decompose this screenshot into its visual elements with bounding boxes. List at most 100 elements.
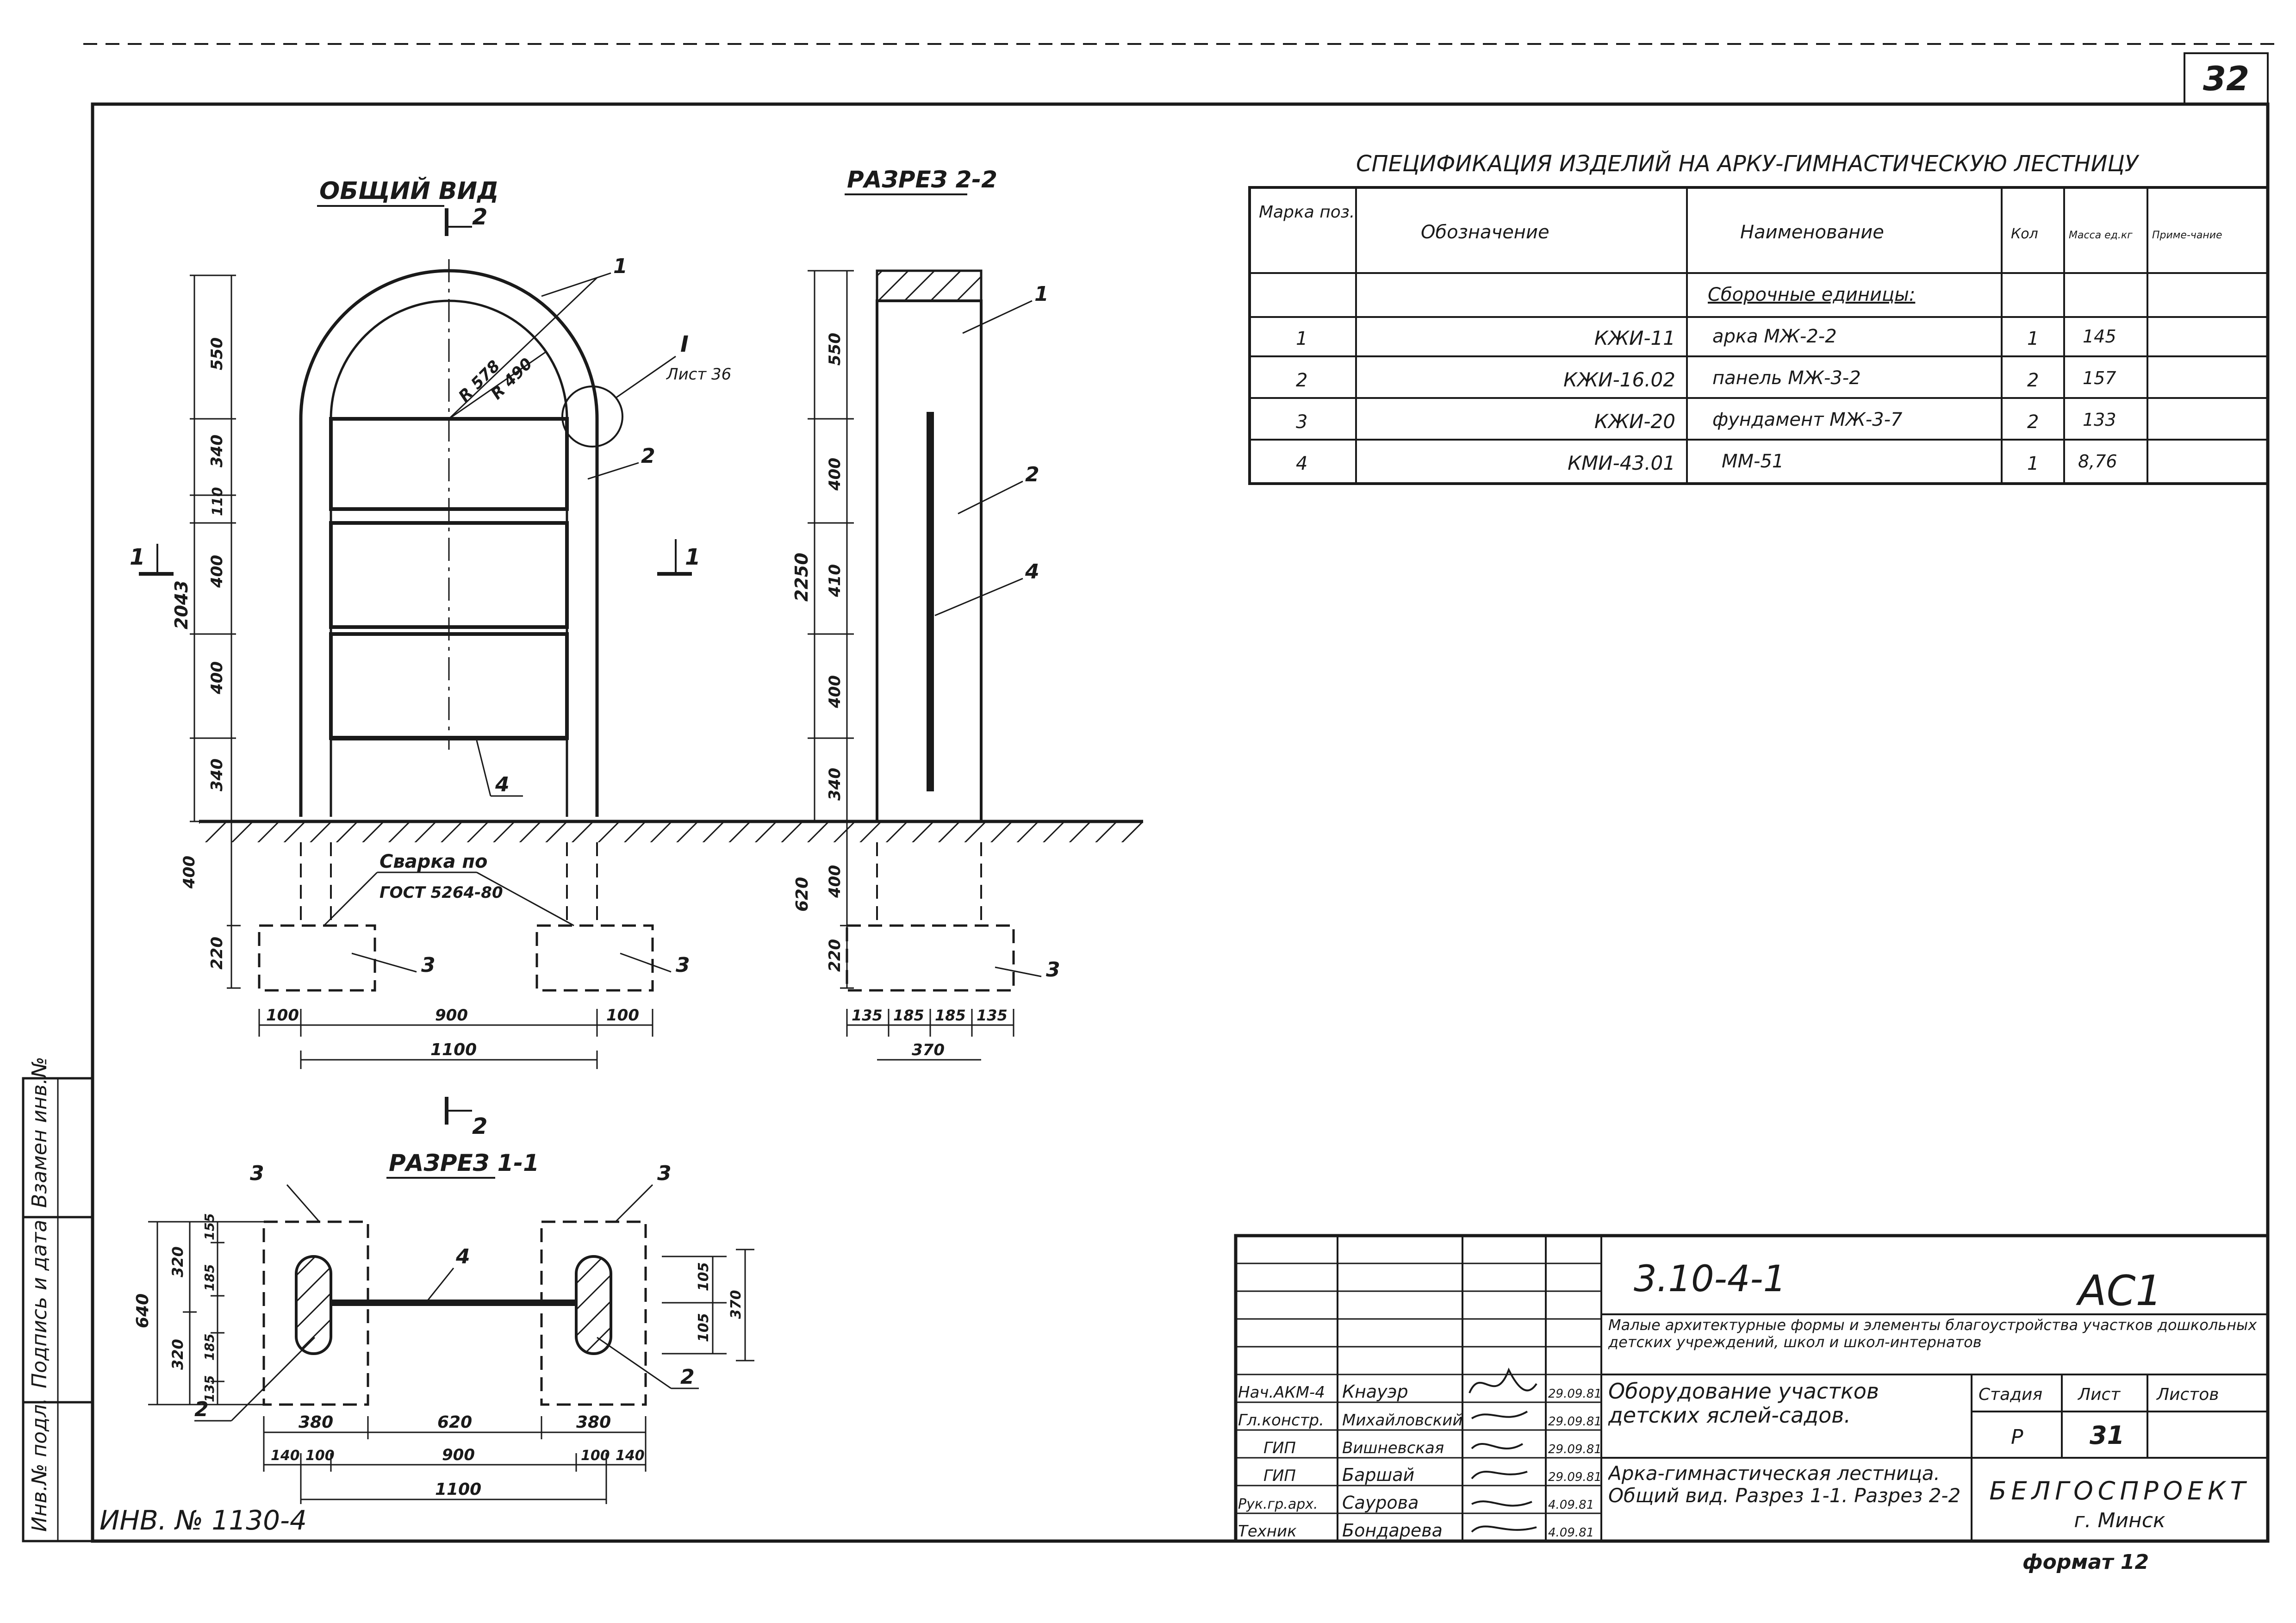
weld-note-2: ГОСТ 5264-80	[380, 883, 503, 902]
detail-callout: I	[680, 331, 689, 357]
spec-header-note: Приме-чание	[2152, 230, 2222, 241]
detail-sheet-ref: Лист 36	[666, 365, 731, 384]
s22-callout-2: 2	[1025, 463, 1039, 486]
s11-dim-l5: 185	[202, 1264, 217, 1291]
s22-dim-v6: 400	[826, 865, 844, 898]
title-block: 3.10-4-1 АС1 Малые архитектурные формы и…	[1234, 1234, 2270, 1543]
sig-date-3: 29.09.81	[1548, 1443, 1602, 1456]
spec-r2-mark: 2	[1296, 370, 1307, 391]
gv-dim-v4: 400	[208, 555, 226, 588]
sig-date-6: 4.09.81	[1548, 1526, 1594, 1540]
spec-group-row: Сборочные единицы:	[1708, 284, 1915, 305]
gv-section-mark-right: 1	[685, 544, 700, 570]
s11-dim-r3: 370	[728, 1290, 744, 1319]
gv-callout-3b: 3	[676, 953, 690, 977]
sig-role-1: Нач.АКМ-4	[1238, 1383, 1325, 1402]
gv-dim-v3: 110	[210, 487, 226, 516]
s11-dim-b1: 140	[271, 1448, 300, 1464]
s11-dim-b3: 900	[442, 1446, 475, 1464]
sheet-value: 31	[2090, 1421, 2124, 1450]
spec-r1-mass: 145	[2083, 326, 2116, 347]
general-view: ОБЩИЙ ВИД R 578 R 490 I Лист 36 1 2 3 3 …	[130, 177, 824, 1139]
sig-name-4: Баршай	[1342, 1465, 1414, 1485]
gv-callout-2: 2	[641, 444, 655, 468]
spec-r3-name: фундамент МЖ-3-7	[1712, 409, 1903, 430]
s11-dim-l3: 320	[169, 1339, 187, 1370]
spec-header-mass: Масса ед.кг	[2069, 230, 2133, 241]
s11-callout-3b: 3	[657, 1162, 672, 1185]
spec-title: СПЕЦИФИКАЦИЯ ИЗДЕЛИЙ НА АРКУ-ГИМНАСТИЧЕС…	[1356, 150, 2140, 177]
spec-r4-mark: 4	[1296, 453, 1307, 474]
sig-role-6: Техник	[1238, 1522, 1297, 1541]
sheets-label: Листов	[2156, 1385, 2219, 1404]
s22-callout-4: 4	[1025, 560, 1039, 584]
table-row: 1 КЖИ-11 арка МЖ-2-2 1 145	[1296, 326, 2116, 349]
section-2-2: РАЗРЕЗ 2-2 1 2 4 3 550 400 410 400 340 4…	[791, 166, 1143, 1061]
table-row: 4 КМИ-43.01 ММ-51 1 8,76	[1296, 451, 2117, 474]
s22-dim-b4: 135	[977, 1007, 1008, 1024]
s11-dim-b5: 140	[616, 1448, 645, 1464]
gv-overall-height: 2043	[171, 580, 192, 629]
spec-r1-mark: 1	[1296, 328, 1307, 349]
spec-r1-qty: 1	[2027, 328, 2039, 349]
table-row: 2 КЖИ-16.02 панель МЖ-3-2 2 157	[1296, 367, 2116, 391]
spec-r1-code: КЖИ-11	[1594, 327, 1675, 349]
specification-table: СПЕЦИФИКАЦИЯ ИЗДЕЛИЙ НА АРКУ-ГИМНАСТИЧЕС…	[1248, 150, 2269, 485]
sig-date-1: 29.09.81	[1548, 1387, 1602, 1401]
sig-role-5: Рук.гр.арх.	[1238, 1496, 1318, 1512]
spec-r3-code: КЖИ-20	[1594, 410, 1675, 433]
s11-dim-l4: 155	[202, 1213, 217, 1240]
s11-dim-b2: 100	[305, 1448, 335, 1464]
stamp-inv-label: Инв.№ подл.	[28, 1398, 51, 1532]
s11-overall-width: 1100	[435, 1480, 481, 1499]
s11-dim-r1: 105	[696, 1262, 712, 1291]
project-title: Малые архитектурные формы и элементы бла…	[1608, 1317, 2257, 1351]
s11-dim-a1: 380	[299, 1413, 333, 1432]
s22-arch-section	[876, 269, 983, 302]
s22-below-ground: 620	[793, 877, 812, 912]
weld-note-1: Сварка по	[380, 851, 487, 872]
sig-date-2: 29.09.81	[1548, 1415, 1602, 1429]
sig-name-3: Вишневская	[1342, 1439, 1444, 1457]
spec-r2-mass: 157	[2083, 368, 2116, 388]
spec-header-qty: Кол	[2011, 226, 2038, 242]
stamp-replace-label: Взамен инв.№	[28, 1057, 51, 1208]
s22-callout-1: 1	[1034, 282, 1049, 306]
handwritten-signatures	[1468, 1368, 1537, 1533]
s22-overall-height: 2250	[791, 553, 812, 602]
sig-name-5: Саурова	[1342, 1492, 1419, 1513]
s11-dim-l1: 640	[133, 1293, 152, 1328]
s22-dim-v7: 220	[826, 939, 844, 972]
spec-r2-name: панель МЖ-3-2	[1712, 367, 1861, 389]
sig-role-3: ГИП	[1263, 1439, 1296, 1457]
stage-value: Р	[2011, 1425, 2023, 1449]
gv-section-mark-top: 2	[472, 204, 487, 230]
general-view-title: ОБЩИЙ ВИД	[319, 177, 498, 205]
stamp-sign-label: Подпись и дата	[28, 1220, 51, 1388]
spec-r4-name: ММ-51	[1722, 451, 1784, 472]
side-stamp: Взамен инв.№ Подпись и дата Инв.№ подл.	[22, 1057, 94, 1542]
s11-callout-2b: 2	[680, 1365, 695, 1389]
sig-role-4: ГИП	[1263, 1467, 1296, 1485]
sheet-label: Лист	[2077, 1385, 2121, 1404]
s11-callout-3a: 3	[250, 1162, 264, 1185]
sig-name-2: Михайловский	[1342, 1411, 1462, 1430]
s11-post-right	[575, 1255, 612, 1355]
gv-overall-width: 1100	[430, 1040, 477, 1059]
spec-header-mark: Марка поз.	[1259, 203, 1355, 222]
s11-dim-b4: 100	[581, 1448, 610, 1464]
s22-dim-v3: 410	[826, 564, 844, 597]
sig-name-6: Бондарева	[1342, 1520, 1443, 1541]
sig-name-1: Кнауэр	[1342, 1381, 1408, 1402]
gv-dim-b1: 100	[266, 1006, 299, 1025]
gv-dim-v2: 340	[208, 435, 226, 467]
spec-header-designation: Обозначение	[1421, 222, 1549, 243]
gv-dim-b2: 900	[435, 1006, 468, 1025]
gv-dim-b3: 100	[606, 1006, 639, 1025]
spec-r1-name: арка МЖ-2-2	[1712, 326, 1837, 347]
s11-dim-r2: 105	[696, 1313, 712, 1342]
spec-r4-code: КМИ-43.01	[1568, 452, 1675, 474]
gv-callout-3a: 3	[421, 953, 436, 977]
drawing-title: Арка-гимнастическая лестница. Общий вид.…	[1608, 1462, 1961, 1507]
